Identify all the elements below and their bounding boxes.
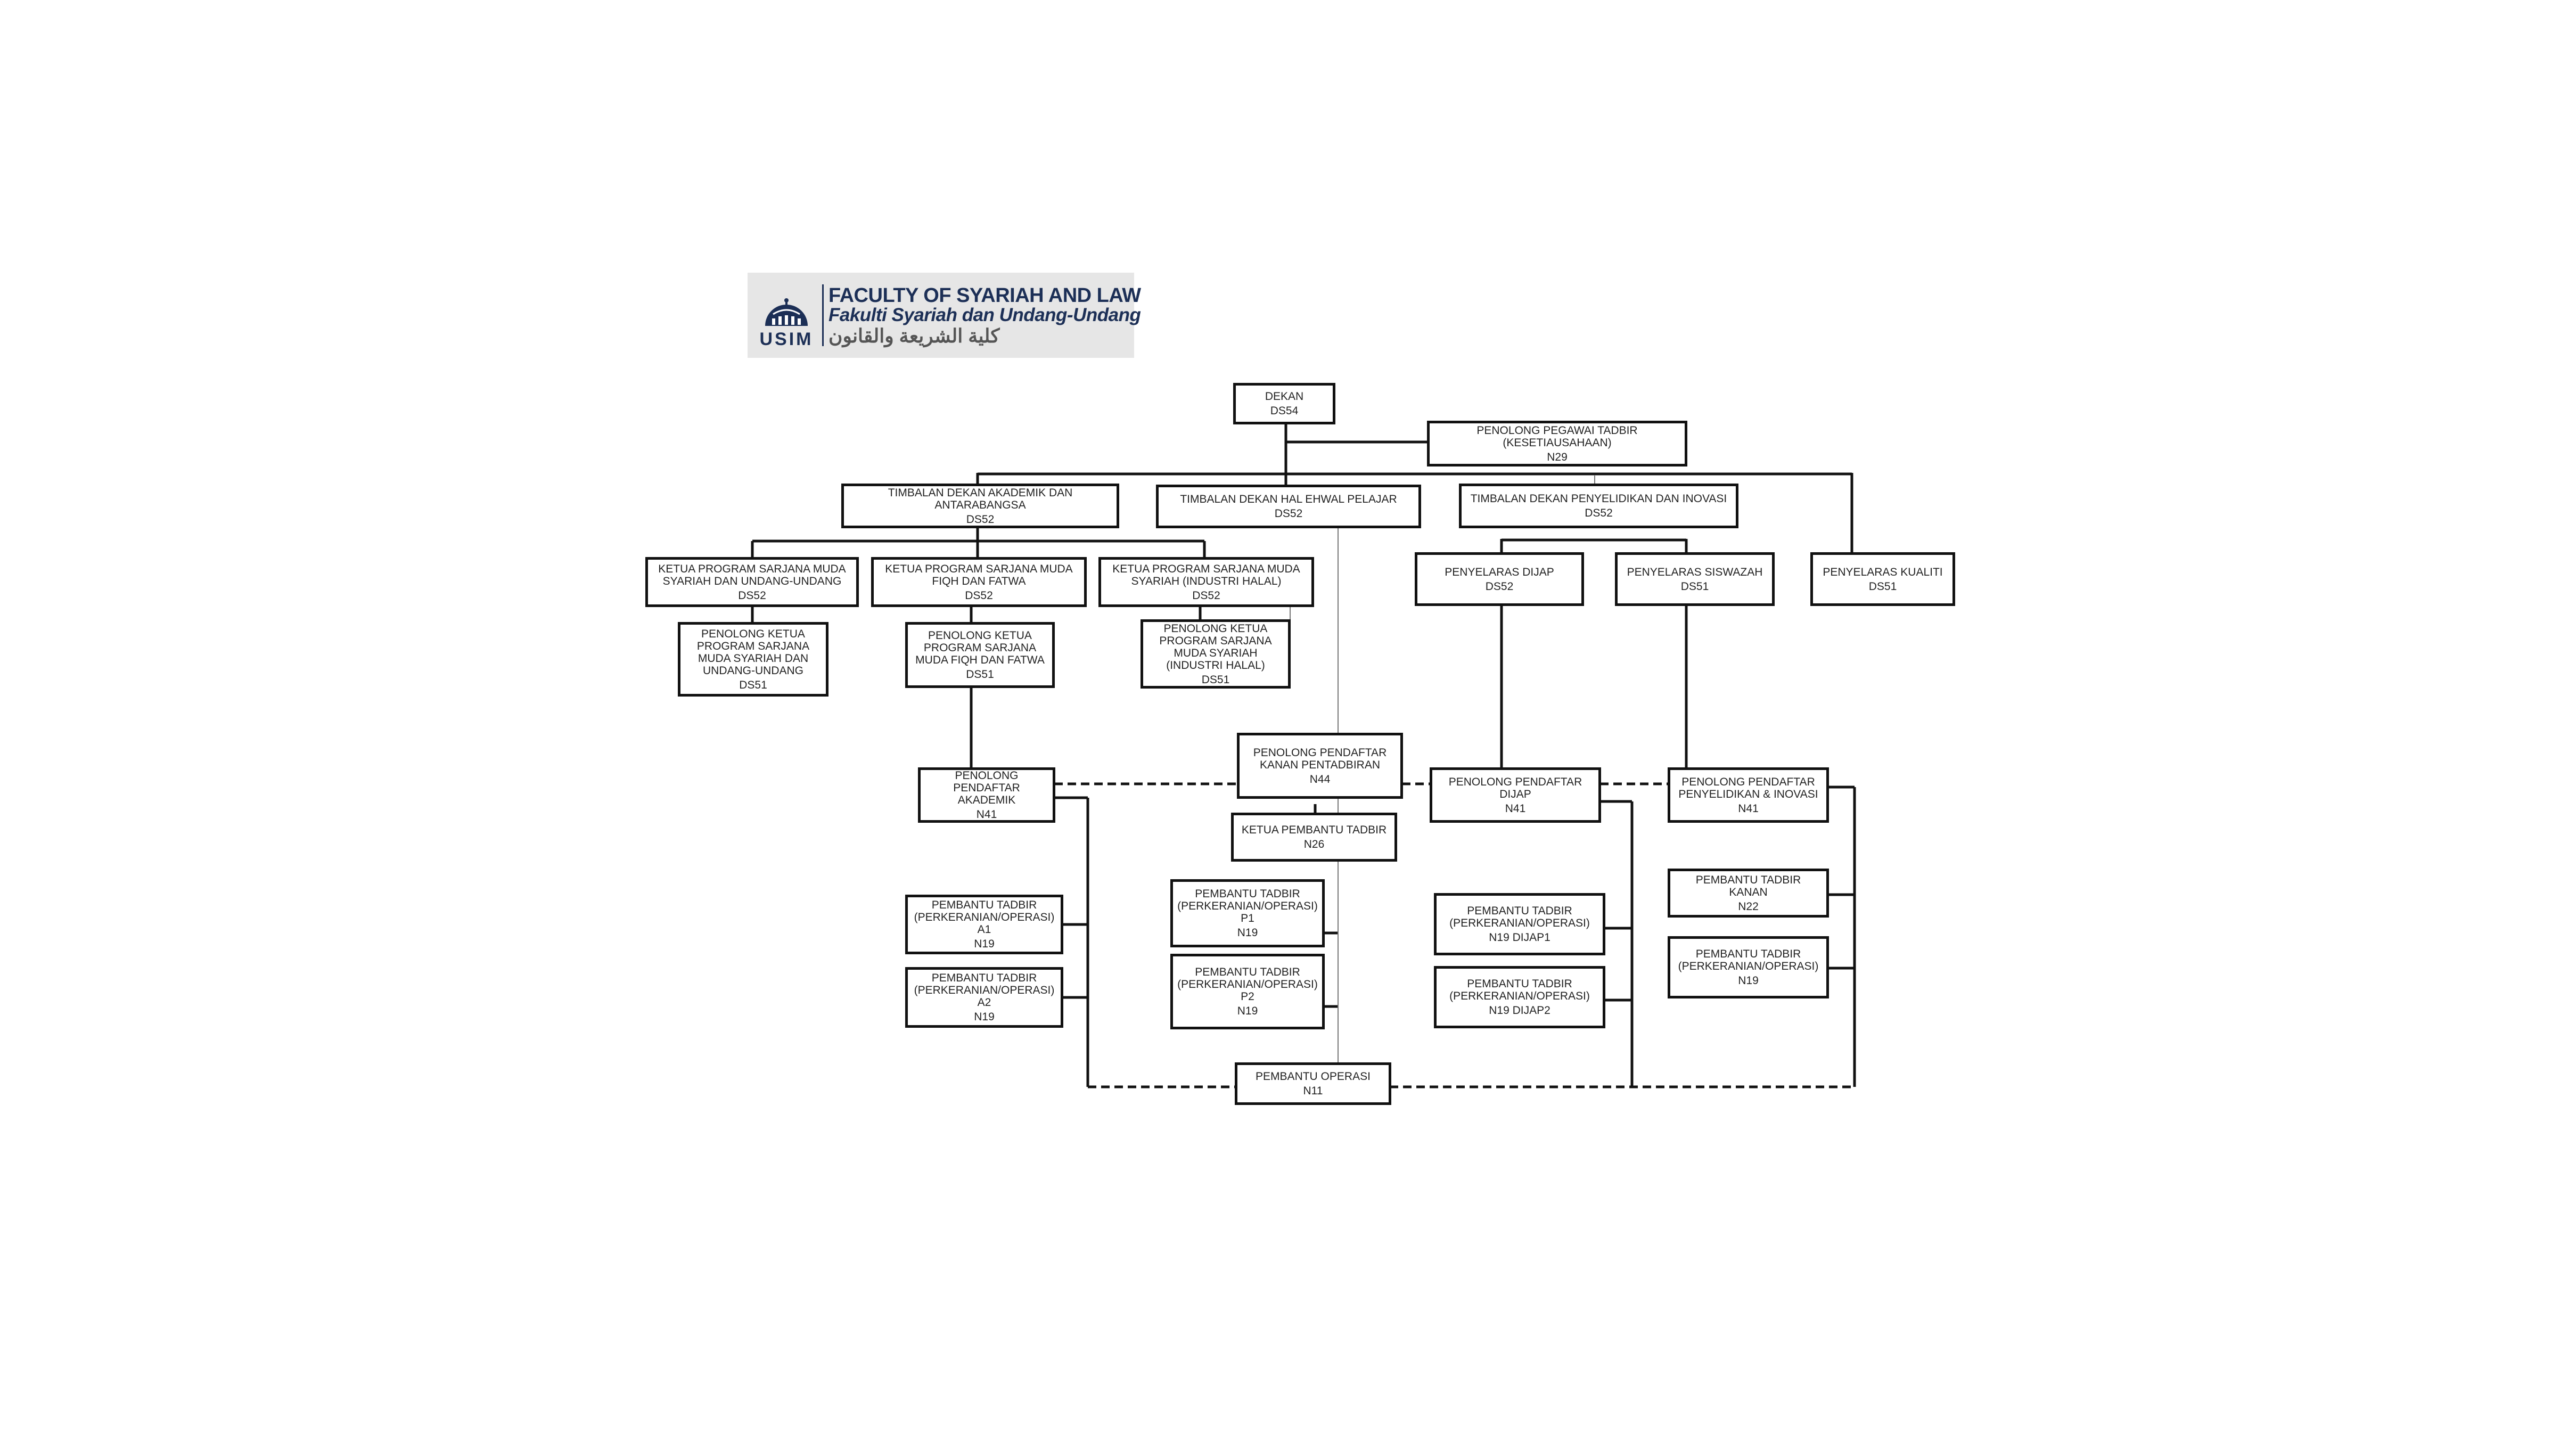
usim-mosque-icon bbox=[765, 298, 808, 326]
node-pembantu-tadbir-kanan: PEMBANTU TADBIR KANAN N22 bbox=[1668, 869, 1829, 918]
node-pembantu-tadbir-p2: PEMBANTU TADBIR (PERKERANIAN/OPERASI) P2… bbox=[1170, 954, 1325, 1029]
faculty-logo: USIM FACULTY OF SYARIAH AND LAW Fakulti … bbox=[748, 273, 1141, 358]
node-ketua-program-ff: KETUA PROGRAM SARJANA MUDA FIQH DAN FATW… bbox=[871, 557, 1087, 607]
logo-faculty-english: FACULTY OF SYARIAH AND LAW bbox=[828, 284, 1141, 307]
node-penyelaras-dijap: PENYELARAS DIJAP DS52 bbox=[1415, 552, 1584, 606]
node-penolong-pegawai-tadbir: PENOLONG PEGAWAI TADBIR (KESETIAUSAHAAN)… bbox=[1427, 421, 1687, 466]
node-penolong-pendaftar-kanan-pentadbiran: PENOLONG PENDAFTAR KANAN PENTADBIRAN N44 bbox=[1237, 733, 1403, 799]
node-pembantu-operasi: PEMBANTU OPERASI N11 bbox=[1235, 1062, 1391, 1105]
logo-faculty-malay: Fakulti Syariah dan Undang-Undang bbox=[828, 305, 1141, 325]
node-timbalan-dekan-penyelidikan: TIMBALAN DEKAN PENYELIDIKAN DAN INOVASI … bbox=[1459, 484, 1738, 528]
logo-usim-text: USIM bbox=[759, 329, 814, 349]
node-timbalan-dekan-hep: TIMBALAN DEKAN HAL EHWAL PELAJAR DS52 bbox=[1156, 485, 1421, 528]
node-dekan: DEKAN DS54 bbox=[1233, 383, 1335, 424]
node-penolong-ketua-program-ff: PENOLONG KETUA PROGRAM SARJANA MUDA FIQH… bbox=[905, 622, 1055, 688]
logo-divider bbox=[822, 284, 824, 346]
node-penolong-ketua-program-ih: PENOLONG KETUA PROGRAM SARJANA MUDA SYAR… bbox=[1141, 619, 1291, 689]
node-penolong-pendaftar-akademik: PENOLONG PENDAFTAR AKADEMIK N41 bbox=[918, 767, 1055, 823]
node-ketua-program-ih: KETUA PROGRAM SARJANA MUDA SYARIAH (INDU… bbox=[1098, 557, 1314, 607]
node-penolong-pendaftar-penyelidikan: PENOLONG PENDAFTAR PENYELIDIKAN & INOVAS… bbox=[1668, 767, 1829, 823]
node-penolong-pendaftar-dijap: PENOLONG PENDAFTAR DIJAP N41 bbox=[1430, 767, 1601, 823]
node-pembantu-tadbir-dijap2: PEMBANTU TADBIR (PERKERANIAN/OPERASI) N1… bbox=[1434, 966, 1605, 1028]
node-pembantu-tadbir-penyelidikan: PEMBANTU TADBIR (PERKERANIAN/OPERASI) N1… bbox=[1668, 936, 1829, 998]
node-timbalan-dekan-akademik: TIMBALAN DEKAN AKADEMIK DAN ANTARABANGSA… bbox=[841, 484, 1119, 528]
node-penolong-ketua-program-suu: PENOLONG KETUA PROGRAM SARJANA MUDA SYAR… bbox=[678, 622, 828, 697]
node-pembantu-tadbir-a2: PEMBANTU TADBIR (PERKERANIAN/OPERASI) A2… bbox=[905, 967, 1063, 1028]
logo-faculty-arabic: كلية الشريعة والقانون bbox=[828, 325, 1000, 347]
node-pembantu-tadbir-dijap1: PEMBANTU TADBIR (PERKERANIAN/OPERASI) N1… bbox=[1434, 893, 1605, 955]
node-penyelaras-kualiti: PENYELARAS KUALITI DS51 bbox=[1810, 552, 1955, 606]
node-pembantu-tadbir-a1: PEMBANTU TADBIR (PERKERANIAN/OPERASI) A1… bbox=[905, 895, 1063, 954]
node-pembantu-tadbir-p1: PEMBANTU TADBIR (PERKERANIAN/OPERASI) P1… bbox=[1170, 879, 1325, 947]
node-penyelaras-siswazah: PENYELARAS SISWAZAH DS51 bbox=[1615, 552, 1775, 606]
node-ketua-pembantu-tadbir: KETUA PEMBANTU TADBIR N26 bbox=[1231, 813, 1397, 862]
node-ketua-program-suu: KETUA PROGRAM SARJANA MUDA SYARIAH DAN U… bbox=[645, 557, 859, 607]
